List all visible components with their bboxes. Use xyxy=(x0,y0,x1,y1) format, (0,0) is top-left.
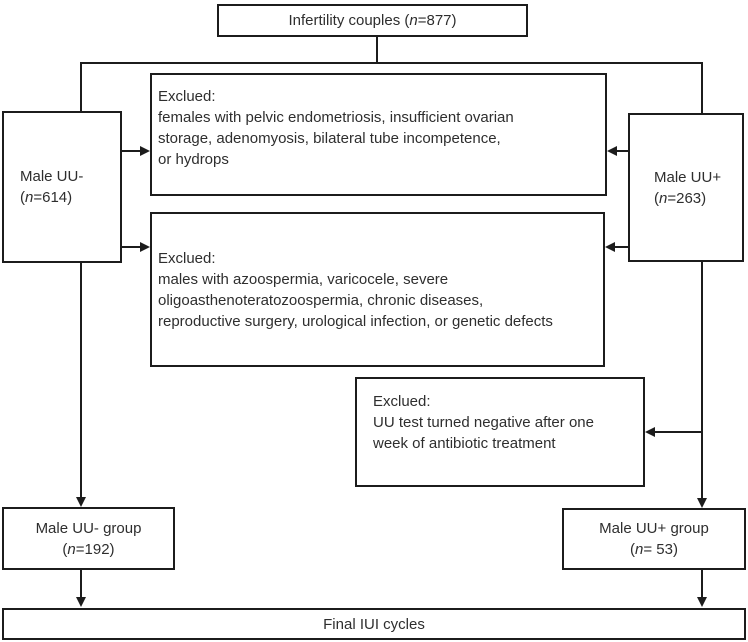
connector-branch-horizontal xyxy=(80,62,703,64)
connector-to-male-uu-neg xyxy=(80,62,82,112)
connector-to-male-uu-pos xyxy=(701,62,703,114)
excluded-male-line: males with azoospermia, varicocele, seve… xyxy=(158,271,449,288)
infertility-couples-box: Infertility couples (n=877) xyxy=(217,4,528,37)
male-uu-neg-box: Male UU- (n=614) xyxy=(2,111,122,263)
excluded-uu-test-box: Exclued: UU test turned negative after o… xyxy=(355,377,645,487)
male-uu-pos-label: Male UU+ xyxy=(654,168,722,186)
male-uu-pos-group-box: Male UU+ group (n= 53) xyxy=(562,508,746,570)
male-uu-pos-group-label: Male UU+ group xyxy=(599,520,709,537)
connector-top-vertical xyxy=(376,36,378,63)
arrow-uu-pos-to-excluded-female xyxy=(617,150,628,152)
excluded-male-box: Exclued: males with azoospermia, varicoc… xyxy=(150,212,605,367)
excluded-uu-test-line: week of antibiotic treatment xyxy=(373,435,556,452)
excluded-female-title: Exclued: xyxy=(158,88,216,105)
connector-uu-neg-to-group xyxy=(80,263,82,497)
arrowhead-down-icon xyxy=(697,597,707,607)
arrowhead-left-icon xyxy=(607,146,617,156)
arrowhead-right-icon xyxy=(140,242,150,252)
excluded-male-line: reproductive surgery, urological infecti… xyxy=(158,313,553,330)
male-uu-neg-label: Male UU- xyxy=(20,168,84,185)
arrow-uu-pos-to-excluded-uu-test xyxy=(655,431,702,433)
male-uu-pos-group-count: (n= 53) xyxy=(630,541,678,558)
arrow-uu-neg-to-excluded-female xyxy=(122,150,142,152)
excluded-female-line: or hydrops xyxy=(158,151,229,168)
arrowhead-down-icon xyxy=(697,498,707,508)
final-iui-cycles-box: Final IUI cycles xyxy=(2,608,746,640)
arrowhead-right-icon xyxy=(140,146,150,156)
male-uu-neg-group-label: Male UU- group xyxy=(35,519,142,537)
arrow-uu-neg-to-excluded-male xyxy=(122,246,142,248)
final-iui-cycles-label: Final IUI cycles xyxy=(323,615,425,633)
male-uu-neg-count: (n=614) xyxy=(20,189,73,206)
excluded-uu-test-title: Exclued: xyxy=(373,393,431,410)
arrowhead-down-icon xyxy=(76,597,86,607)
excluded-female-line: females with pelvic endometriosis, insuf… xyxy=(158,109,514,126)
excluded-female-box: Exclued: females with pelvic endometrios… xyxy=(150,73,607,196)
excluded-uu-test-line: UU test turned negative after one xyxy=(373,414,594,431)
arrowhead-left-icon xyxy=(645,427,655,437)
excluded-male-line: oligoasthenoteratozoospermia, chronic di… xyxy=(158,292,484,309)
male-uu-neg-group-count: (n=192) xyxy=(62,540,115,558)
arrowhead-left-icon xyxy=(605,242,615,252)
infertility-couples-label: Infertility couples (n=877) xyxy=(288,12,457,29)
excluded-female-line: storage, adenomyosis, bilateral tube inc… xyxy=(158,130,501,147)
arrowhead-down-icon xyxy=(76,497,86,507)
connector-uu-pos-to-group xyxy=(701,262,703,498)
male-uu-neg-group-box: Male UU- group (n=192) xyxy=(2,507,175,570)
connector-group-neg-to-final xyxy=(80,570,82,597)
male-uu-pos-count: (n=263) xyxy=(654,189,707,207)
connector-group-pos-to-final xyxy=(701,570,703,597)
excluded-male-title: Exclued: xyxy=(158,250,216,267)
arrow-uu-pos-to-excluded-male xyxy=(615,246,628,248)
male-uu-pos-box: Male UU+ (n=263) xyxy=(628,113,744,262)
